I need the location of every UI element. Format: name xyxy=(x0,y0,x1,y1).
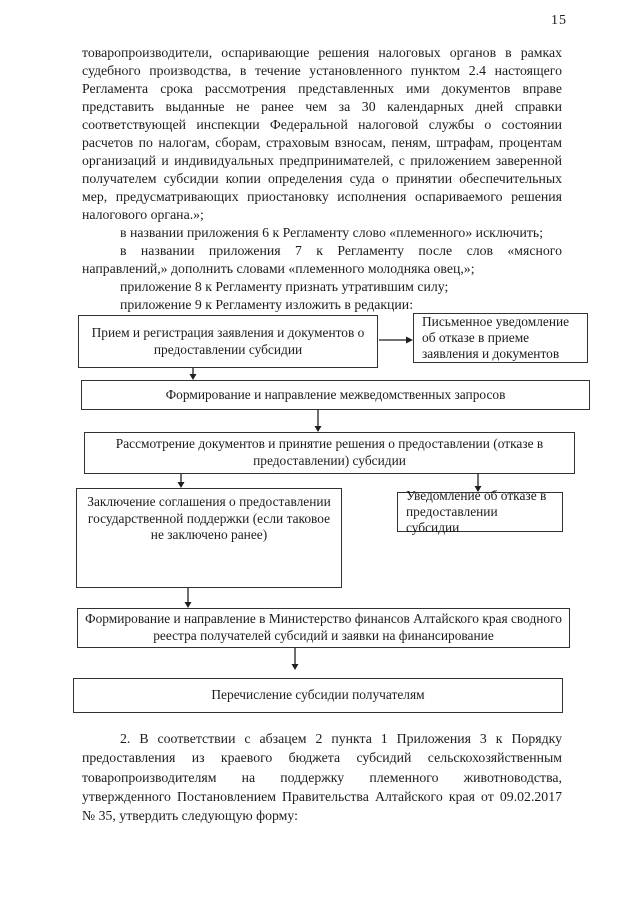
body-paragraph-annex9: приложение 9 к Регламенту изложить в ред… xyxy=(120,297,414,312)
arrow-reception-to-interagency xyxy=(189,368,197,380)
body-paragraph-annex7: в названии приложения 7 к Регламенту пос… xyxy=(82,243,562,276)
arrow-review-to-refusal-notice xyxy=(474,474,482,492)
page-number: 15 xyxy=(551,13,567,28)
body-paragraph-item2: 2. В соответствии с абзацем 2 пункта 1 П… xyxy=(82,731,562,824)
arrow-review-to-agreement xyxy=(177,474,185,488)
flow-box-review-decision: Рассмотрение документов и принятие решен… xyxy=(84,432,575,474)
arrow-registry-to-transfer xyxy=(291,648,299,670)
arrow-reception-to-written-refusal xyxy=(379,336,413,344)
flow-box-written-refusal: Письменное уведомление об отказе в прием… xyxy=(413,313,588,363)
flow-box-transfer: Перечисление субсидии получателям xyxy=(73,678,563,713)
body-paragraph-annex6: в названии приложения 6 к Регламенту сло… xyxy=(120,225,544,240)
arrow-agreement-to-registry xyxy=(184,588,192,608)
flow-box-interagency-requests: Формирование и направление межведомствен… xyxy=(81,380,590,410)
flow-box-registry-finance: Формирование и направление в Министерств… xyxy=(77,608,570,648)
arrow-interagency-to-review xyxy=(314,410,322,432)
flowchart-arrows xyxy=(177,336,482,670)
body-paragraph-annex8: приложение 8 к Регламенту признать утрат… xyxy=(120,279,449,294)
body-text-block: товаропроизводители, оспаривающие решени… xyxy=(82,44,562,314)
flow-box-reception: Прием и регистрация заявления и документ… xyxy=(78,315,378,368)
flow-box-refusal-notice: Уведомление об отказе в предоставлении с… xyxy=(397,488,563,535)
flow-box-agreement: Заключение соглашения о предоставлении г… xyxy=(76,488,342,588)
body-paragraph-continuation: товаропроизводители, оспаривающие решени… xyxy=(82,45,562,222)
flowchart: Прием и регистрация заявления и документ… xyxy=(0,308,640,720)
